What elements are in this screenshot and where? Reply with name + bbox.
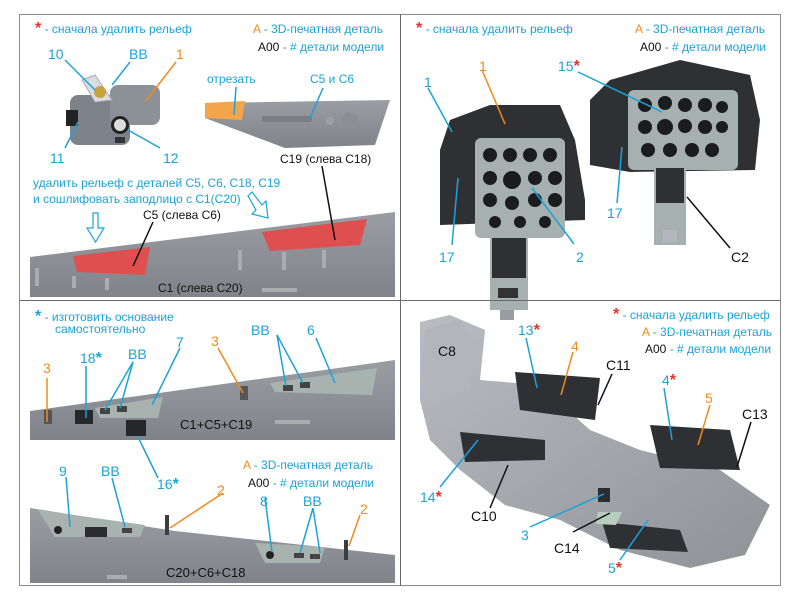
legend-model-part-bl: A00 - # детали модели [248,476,375,490]
divider-horizontal [19,300,781,301]
legend-printed-part: A - 3D-печатная деталь [253,22,383,36]
callout-10: 10 [48,46,64,62]
callout-8: 8 [260,493,268,509]
label-c14: С14 [554,540,580,556]
gunsight-part [66,74,160,145]
callout-2-left: 2 [217,482,225,498]
leader-lines-top-left [64,59,336,267]
callout-3-left: 3 [43,360,51,376]
callout-bb-left: BB [128,346,147,362]
label-c5: С5 (слева С6) [143,208,221,222]
callout-bb-low-right: BB [303,493,322,509]
callout-6: 6 [307,322,315,338]
callout-5-orange: 5 [705,390,713,406]
legend-make-base: * - изготовить основание [35,308,174,325]
legend-make-base-line-2: самостоятельно [55,322,146,336]
callout-4-orange: 4 [571,338,579,354]
callout-2: 2 [576,249,584,265]
legend-remove-relief-br: * - сначала удалить рельеф [613,306,770,323]
red-star-icon: * [669,372,677,389]
callout-5-blue: 5* [608,560,623,577]
blue-star-icon: * [35,308,42,325]
callout-13: 13* [518,322,540,339]
red-star-icon: * [416,20,423,37]
red-star-icon: * [573,58,580,75]
hollow-arrow-right [247,191,269,219]
side-panel-part-c5-c6 [205,100,390,148]
callout-3-mid: 3 [211,333,219,349]
leader-lines-bottom-right [439,337,752,561]
assembly-label-bottom: С20+С6+С18 [166,565,246,580]
label-c2: С2 [731,249,749,265]
instrument-panel-left [440,105,585,320]
callout-9: 9 [59,463,67,479]
assembly-label-top: С1+С5+С19 [180,417,253,432]
label-c5-and-c6: С5 и С6 [310,72,355,86]
callout-bb-right: BB [251,322,270,338]
legend-remove-relief-tr: * - сначала удалить рельеф [416,20,573,37]
cockpit-wall-c1 [30,212,395,297]
callout-1-orange: 1 [479,58,487,74]
blue-star-icon: * [172,476,179,493]
callout-7: 7 [176,334,184,350]
callout-14: 14* [420,489,442,506]
instruction-line-2: и сошлифовать заподлицо с С1(С20) [33,192,241,206]
label-c1: С1 (слева С20) [158,281,243,295]
callout-11: 11 [50,150,65,166]
label-c10: С10 [471,508,497,524]
callout-15: 15* [558,58,580,75]
red-star-icon: * [615,560,623,577]
callout-1-printed: 1 [176,46,184,62]
cockpit-wall-assembly-bottom [30,508,395,583]
callout-1-blue: 1 [424,74,432,90]
hollow-arrow-left [85,212,106,244]
callout-16: 16* [157,476,179,493]
callout-bb: BB [129,46,148,62]
callout-17-left: 17 [439,249,455,265]
legend-model-part: A00 - # детали модели [258,40,385,54]
callout-12: 12 [163,150,179,166]
callout-2-right: 2 [360,501,368,517]
legend-model-part-br: A00 - # детали модели [645,342,772,356]
legend-model-part-tr: A00 - # детали модели [640,40,767,54]
cockpit-wall-assembly-top [30,360,395,440]
red-star-icon: * [435,489,442,506]
label-c8: С8 [438,343,456,359]
callout-18: 18* [80,350,102,367]
callout-17-right: 17 [607,205,623,221]
instruction-line-1: удалить рельеф с деталей С5, С6, С18, С1… [33,176,281,190]
leader-lines-top-right [427,69,731,249]
legend-remove-relief: * - сначала удалить рельеф [35,20,192,37]
instrument-panel-right [590,60,760,245]
red-star-icon: * [533,322,540,339]
red-star-icon: * [613,306,620,323]
legend-printed-part-bl: A - 3D-печатная деталь [243,458,373,472]
red-star-icon: * [35,20,42,37]
blue-star-icon: * [95,350,102,367]
label-c13: С13 [742,406,768,422]
callout-3-br: 3 [521,527,529,543]
label-c19: С19 (слева С18) [280,152,372,166]
callout-4-blue: 4* [662,372,677,389]
callout-bb-low-left: BB [101,463,120,479]
label-cut-off: отрезать [207,72,256,86]
legend-printed-part-br: A - 3D-печатная деталь [642,325,772,339]
legend-printed-part-tr: A - 3D-печатная деталь [635,22,765,36]
label-c11: С11 [606,357,631,373]
leader-lines-bottom-left [46,334,361,554]
